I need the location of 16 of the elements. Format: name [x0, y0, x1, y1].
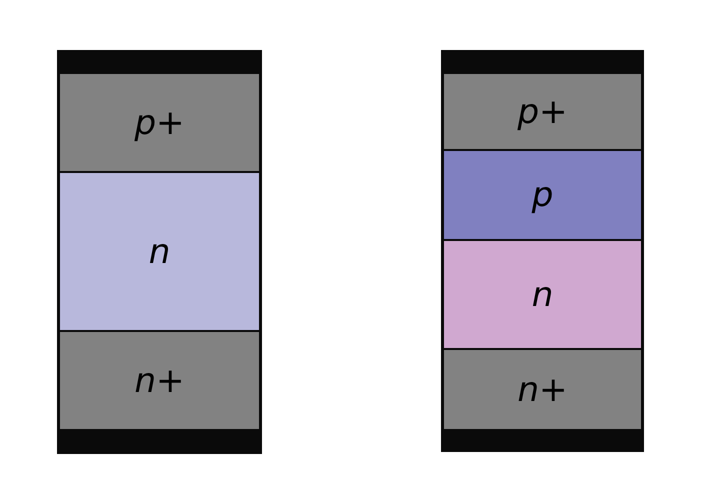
device-stack — [441, 50, 644, 452]
semiconductor-layer — [444, 73, 641, 150]
semiconductor-layer — [60, 73, 259, 172]
layer-label: n — [532, 278, 554, 312]
layer-label: n+ — [517, 372, 568, 406]
layer-label: n+ — [134, 364, 185, 398]
layer-label: p+ — [517, 94, 568, 128]
layer-label: p+ — [134, 106, 185, 140]
device-stack — [57, 50, 262, 454]
layer-label: p — [532, 178, 554, 212]
semiconductor-layer — [444, 349, 641, 430]
layer-label: n — [148, 234, 170, 268]
semiconductor-layer — [60, 172, 259, 331]
semiconductor-layer — [444, 240, 641, 349]
semiconductor-layer — [60, 331, 259, 430]
semiconductor-layer — [444, 150, 641, 240]
